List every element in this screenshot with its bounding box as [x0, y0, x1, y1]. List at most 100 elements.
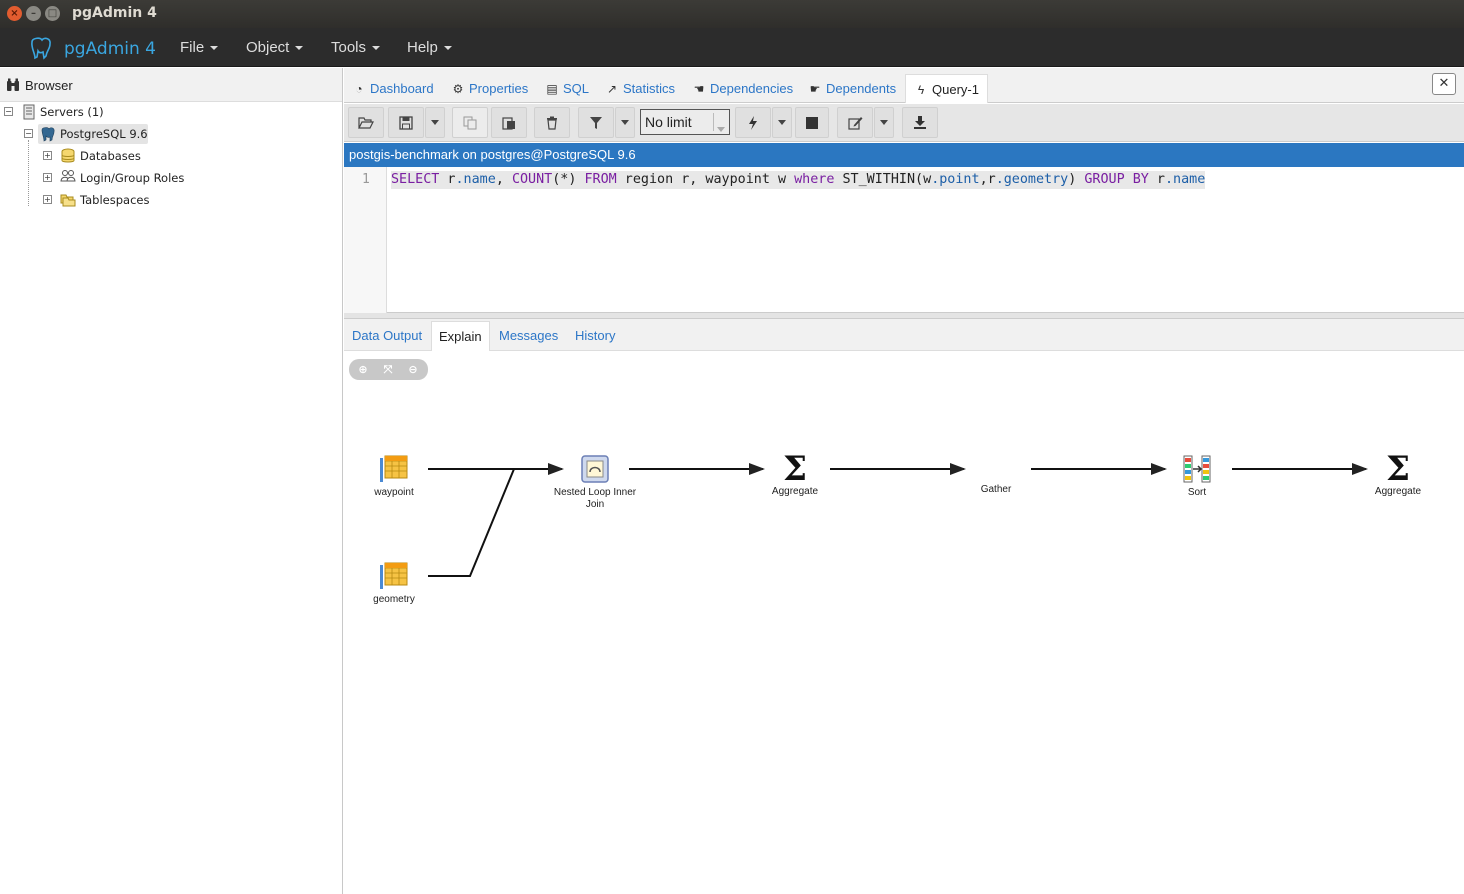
download-button[interactable]: [902, 107, 938, 138]
bolt-icon: [749, 115, 757, 130]
window-close-button[interactable]: ×: [7, 6, 22, 21]
tab-statistics[interactable]: ↗ Statistics: [605, 74, 675, 103]
plan-node-geometry[interactable]: geometry: [364, 561, 424, 606]
sql-token: SELECT: [391, 172, 440, 187]
folders-icon: [60, 194, 76, 207]
plan-node-nested-loop[interactable]: Nested Loop Inner Join: [550, 454, 640, 511]
results-tab-bar: Data Output Explain Messages History: [344, 319, 1464, 351]
sql-code-line[interactable]: SELECT r.name, COUNT(*) FROM region r, w…: [391, 171, 1206, 189]
edit-dropdown-button[interactable]: [874, 107, 894, 138]
elephant-icon: [41, 127, 55, 142]
filter-dropdown-button[interactable]: [615, 107, 635, 138]
expand-toggle-icon[interactable]: +: [43, 195, 52, 204]
filter-button[interactable]: [578, 107, 614, 138]
elephant-logo-icon: [31, 37, 51, 60]
gather-icon: [966, 454, 1026, 484]
hand-icon: ☚: [693, 82, 705, 96]
menu-object[interactable]: Object: [246, 39, 304, 56]
delete-button[interactable]: [534, 107, 570, 138]
collapse-toggle-icon[interactable]: −: [24, 129, 33, 138]
collapse-toggle-icon[interactable]: −: [4, 107, 13, 116]
tab-sql[interactable]: ▤SQL: [545, 74, 589, 103]
save-button[interactable]: [388, 107, 424, 138]
download-icon: [914, 115, 926, 129]
tab-properties-label: Properties: [469, 81, 529, 96]
query-toolbar: No limit: [344, 104, 1464, 142]
zoom-out-icon[interactable]: ⊖: [408, 363, 418, 376]
sql-token: r: [439, 172, 456, 187]
window-titlebar: × – □ pgAdmin 4: [0, 0, 1464, 28]
sql-token: (*): [552, 172, 585, 187]
menu-help-label: Help: [407, 39, 438, 56]
plan-edge: [428, 468, 515, 577]
caret-down-icon: [431, 120, 439, 125]
edit-button[interactable]: [837, 107, 873, 138]
zoom-fit-icon[interactable]: ⤧: [383, 363, 393, 376]
tab-dashboard[interactable]: ◔Dashboard: [352, 74, 433, 103]
plan-node-aggregate[interactable]: Σ Aggregate: [765, 452, 825, 498]
execute-button[interactable]: [735, 107, 771, 138]
sql-token: ST_WITHIN(w: [834, 172, 932, 187]
plan-node-aggregate[interactable]: Σ Aggregate: [1368, 452, 1428, 498]
zoom-in-icon[interactable]: ⊕: [358, 363, 368, 376]
stop-button[interactable]: [795, 107, 829, 138]
row-limit-select[interactable]: No limit: [640, 109, 730, 135]
sql-editor[interactable]: 1 SELECT r.name, COUNT(*) FROM region r,…: [344, 167, 1464, 313]
servers-icon: [23, 104, 35, 120]
tree-label-databases: Databases: [80, 149, 141, 163]
tree-label-servers: Servers (1): [40, 105, 104, 119]
sql-token: COUNT: [511, 172, 553, 187]
expand-toggle-icon[interactable]: +: [43, 173, 52, 182]
expand-toggle-icon[interactable]: +: [43, 151, 52, 160]
close-panel-button[interactable]: ✕: [1432, 73, 1456, 95]
tab-data-output[interactable]: Data Output: [352, 328, 423, 343]
edit-icon: [847, 116, 862, 130]
plan-node-gather[interactable]: Gather: [966, 454, 1026, 496]
execute-dropdown-button[interactable]: [772, 107, 792, 138]
copy-button[interactable]: [452, 107, 488, 138]
tab-dependencies[interactable]: ☚ Dependencies: [692, 74, 794, 103]
plan-node-label: Sort: [1187, 487, 1207, 498]
tab-history[interactable]: History: [575, 328, 616, 343]
brand-title[interactable]: pgAdmin 4: [64, 39, 156, 59]
paste-button[interactable]: [491, 107, 527, 138]
browser-header: Browser: [0, 68, 342, 102]
save-dropdown-button[interactable]: [425, 107, 445, 138]
plan-node-label: Gather: [980, 484, 1012, 495]
plan-node-label: Aggregate: [1374, 486, 1422, 497]
save-icon: [399, 115, 413, 130]
menu-tools[interactable]: Tools: [331, 39, 381, 56]
copy-icon: [463, 116, 477, 129]
tab-dependencies-label: Dependencies: [710, 81, 794, 96]
tree-label-tablespaces: Tablespaces: [80, 193, 150, 207]
tab-dependents-label: Dependents: [826, 81, 897, 96]
plan-node-sort[interactable]: Sort: [1167, 454, 1227, 499]
menu-file[interactable]: File: [180, 39, 219, 56]
panel-splitter[interactable]: [344, 313, 1464, 319]
chevron-down-icon: [210, 46, 219, 51]
tab-messages[interactable]: Messages: [499, 328, 559, 343]
sql-token: GROUP BY: [1084, 172, 1149, 187]
tree-line: [28, 140, 29, 206]
tree-label-postgresql: PostgreSQL 9.6: [60, 127, 148, 141]
window-minimize-button[interactable]: –: [26, 6, 41, 21]
tab-statistics-label: Statistics: [623, 81, 676, 96]
sql-token: .name: [455, 172, 496, 187]
sql-token: where: [794, 172, 835, 187]
menu-help[interactable]: Help: [407, 39, 452, 56]
tab-properties[interactable]: ⚙Properties: [451, 74, 529, 103]
sql-token: .point: [931, 172, 980, 187]
plan-node-waypoint[interactable]: waypoint: [364, 454, 424, 499]
chevron-down-icon: [372, 46, 381, 51]
zoom-controls: ⊕ ⤧ ⊖: [349, 359, 428, 380]
tree-item-selected-highlight: [38, 124, 148, 144]
menu-bar: pgAdmin 4 File Object Tools Help: [0, 28, 1464, 67]
tab-dependents[interactable]: ☛Dependents: [808, 74, 897, 103]
line-number: 1: [362, 172, 370, 187]
line-chart-icon: ↗: [606, 82, 618, 96]
tab-explain[interactable]: Explain: [431, 321, 490, 351]
open-file-button[interactable]: [348, 107, 384, 138]
sigma-icon: Σ: [782, 449, 808, 489]
window-maximize-button[interactable]: □: [45, 6, 60, 21]
